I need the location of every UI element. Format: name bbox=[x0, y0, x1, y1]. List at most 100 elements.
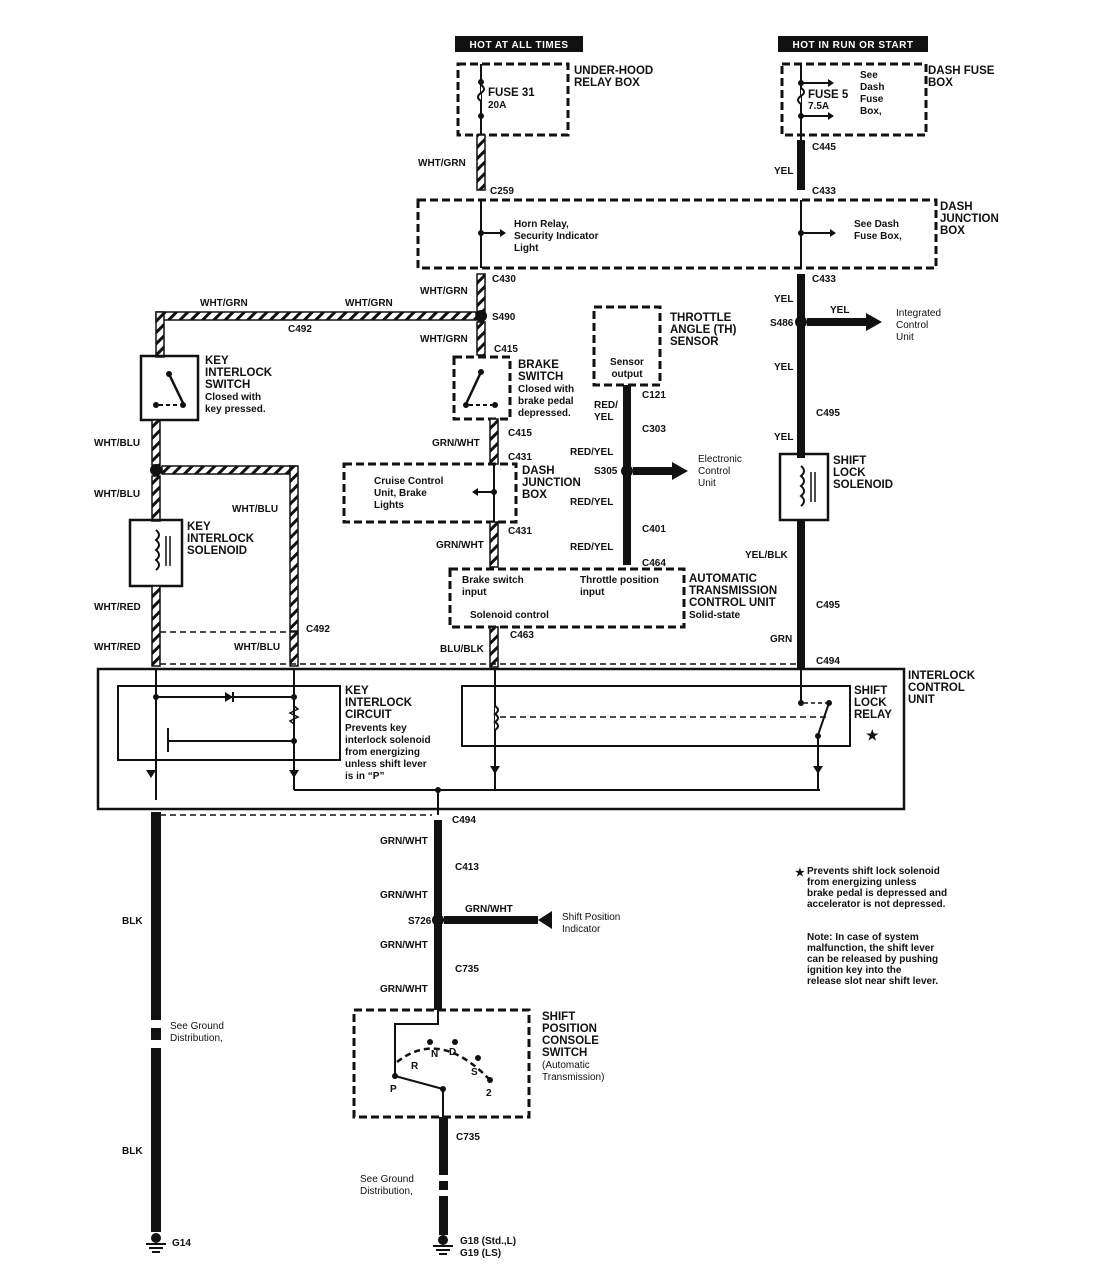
fuse-icon bbox=[797, 87, 805, 105]
diagram-label: BOX bbox=[928, 77, 953, 89]
diagram-label: AUTOMATIC bbox=[689, 573, 757, 585]
diagram-label: ★ bbox=[795, 867, 805, 879]
diagram-label: C464 bbox=[642, 558, 666, 569]
diagram-label: Fuse bbox=[860, 94, 884, 105]
diagram-label: S305 bbox=[594, 466, 618, 477]
diagram-label: YEL/BLK bbox=[745, 550, 789, 561]
diagram-label: output bbox=[611, 369, 643, 380]
diagram-label: YEL bbox=[774, 362, 793, 373]
diagram-label: Distribution, bbox=[170, 1033, 223, 1044]
diagram-label: JUNCTION bbox=[940, 213, 999, 225]
diagram-label: S726 bbox=[408, 916, 432, 927]
ground-icon bbox=[146, 1233, 166, 1253]
diagram-label: CIRCUIT bbox=[345, 709, 392, 721]
diagram-label: KEY bbox=[187, 521, 211, 533]
diagram-label: RELAY BOX bbox=[574, 77, 640, 89]
diagram-label: Prevents key bbox=[345, 723, 407, 734]
diagram-label: Dash bbox=[860, 82, 884, 93]
diagram-label: C495 bbox=[816, 600, 840, 611]
diagram-label: Closed with bbox=[205, 392, 261, 403]
diagram-label: R bbox=[411, 1061, 419, 1072]
diagram-label: Solid-state bbox=[689, 610, 741, 621]
arrow-icon bbox=[538, 911, 552, 929]
diagram-label: 20A bbox=[488, 100, 506, 111]
wire-wht-grn bbox=[476, 273, 486, 315]
diagram-label: SWITCH bbox=[205, 379, 250, 391]
diagram-label: JUNCTION bbox=[522, 477, 581, 489]
diagram-label: Transmission) bbox=[542, 1072, 604, 1083]
diagram-label: is in “P” bbox=[345, 771, 384, 782]
diagram-label: Lights bbox=[374, 500, 404, 511]
diagram-label: WHT/GRN bbox=[420, 334, 468, 345]
diagram-label: WHT/BLU bbox=[94, 438, 140, 449]
diagram-label: Sensor bbox=[610, 357, 644, 368]
diagram-label: N bbox=[431, 1049, 438, 1060]
diagram-label: LOCK bbox=[854, 697, 887, 709]
diagram-label: UNIT bbox=[908, 694, 935, 706]
diagram-label: DASH bbox=[522, 465, 555, 477]
diagram-label: C735 bbox=[456, 1132, 480, 1143]
diagram-label: S bbox=[471, 1067, 478, 1078]
diagram-label: C494 bbox=[452, 815, 476, 826]
diagram-label: Box, bbox=[860, 106, 882, 117]
diagram-label: INTERLOCK bbox=[345, 697, 413, 709]
diagram-label: Closed with bbox=[518, 384, 574, 395]
diagram-label: SWITCH bbox=[542, 1047, 587, 1059]
diagram-label: HOT IN RUN OR START bbox=[793, 40, 914, 51]
diagram-label: Brake switch bbox=[462, 575, 524, 586]
banner-hot-in-run: HOT IN RUN OR START bbox=[778, 36, 928, 52]
diagram-label: RED/YEL bbox=[570, 447, 613, 458]
diagram-label: unless shift lever bbox=[345, 759, 427, 770]
diagram-label: See Ground bbox=[360, 1174, 414, 1185]
wire-wht-grn bbox=[476, 134, 486, 191]
diagram-label: Unit bbox=[698, 478, 716, 489]
diagram-label: C415 bbox=[508, 428, 532, 439]
diagram-label: KEY bbox=[345, 685, 369, 697]
diagram-label: C445 bbox=[812, 142, 836, 153]
diagram-label: Unit bbox=[896, 332, 914, 343]
relay-coil-icon bbox=[493, 705, 499, 731]
key-interlock-switch: KEY INTERLOCK SWITCH Closed with key pre… bbox=[139, 354, 273, 422]
diagram-label: brake pedal bbox=[518, 396, 574, 407]
diagram-label: SOLENOID bbox=[833, 479, 893, 491]
automatic-transmission-control-unit: Brake switch input Throttle position inp… bbox=[448, 567, 777, 629]
brake-switch: BRAKE SWITCH Closed with brake pedal dep… bbox=[452, 355, 574, 421]
diagram-label: SHIFT bbox=[854, 685, 887, 697]
diagram-label: Light bbox=[514, 243, 539, 254]
diagram-label: GRN/WHT bbox=[436, 540, 484, 551]
diagram-label: S486 bbox=[770, 318, 794, 329]
diagram-label: INTERLOCK bbox=[908, 670, 976, 682]
diagram-label: SHIFT bbox=[542, 1011, 575, 1023]
diagram-label: DASH FUSE bbox=[928, 65, 995, 77]
diagram-label: C259 bbox=[490, 186, 514, 197]
diagram-label: Throttle position bbox=[580, 575, 659, 586]
shift-position-console-switch: P R N D S 2 SHIFT POSITION CONSOLE SWITC… bbox=[352, 1008, 604, 1119]
diagram-label: GRN/WHT bbox=[380, 890, 428, 901]
shift-lock-solenoid: SHIFT LOCK SOLENOID bbox=[778, 452, 893, 522]
diagram-label: GRN/WHT bbox=[465, 904, 513, 915]
diode-icon bbox=[225, 692, 233, 702]
diagram-label: See Dash bbox=[854, 219, 899, 230]
diagram-label: interlock solenoid bbox=[345, 735, 431, 746]
diagram-label: depressed. bbox=[518, 408, 571, 419]
diagram-label: FUSE 31 bbox=[488, 87, 535, 99]
splice-s486 bbox=[795, 316, 807, 328]
diagram-label: input bbox=[462, 587, 487, 598]
diagram-label: LOCK bbox=[833, 467, 866, 479]
diagram-label: Integrated bbox=[896, 308, 941, 319]
splice-s490 bbox=[475, 310, 487, 322]
diagram-label: Control bbox=[896, 320, 928, 331]
interlock-control-unit: INTERLOCK CONTROL UNIT KEY INTERLOCK CIR… bbox=[96, 667, 976, 815]
diagram-label: KEY bbox=[205, 355, 229, 367]
diagram-label: 2 bbox=[486, 1088, 492, 1099]
dash-fuse-box: FUSE 5 7.5A See Dash Fuse Box, DASH FUSE… bbox=[780, 62, 995, 140]
diagram-label: YEL bbox=[774, 166, 793, 177]
diagram-label: Control bbox=[698, 466, 730, 477]
diagram-label: C735 bbox=[455, 964, 479, 975]
splice-s305 bbox=[621, 465, 633, 477]
diagram-label: BOX bbox=[522, 489, 547, 501]
arrow-icon bbox=[866, 313, 882, 331]
diagram-label: RED/YEL bbox=[570, 542, 613, 553]
diagram-label: GRN/WHT bbox=[380, 984, 428, 995]
